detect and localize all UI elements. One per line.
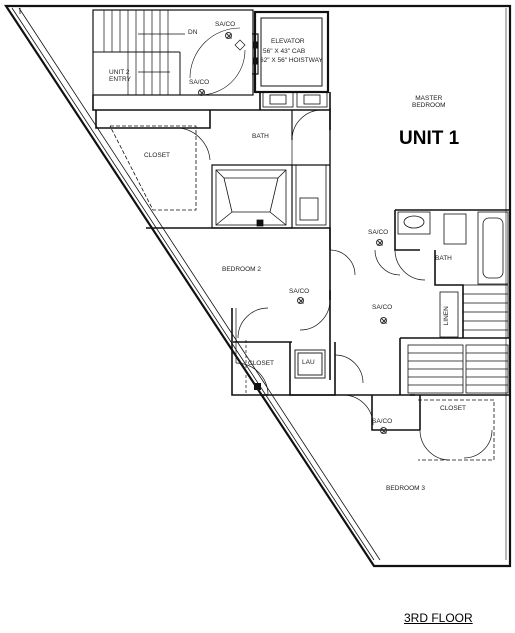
laundry-label: LAU	[302, 359, 315, 366]
closet-bottom-label: CLOSET	[440, 405, 467, 412]
sa-co-hall-right-icon	[376, 239, 383, 246]
closet-left-dashed	[109, 125, 197, 211]
elevator-shaft	[234, 10, 330, 94]
sa-co-hall-center-label: SA/CO	[372, 304, 393, 311]
master-bedroom-label: MASTER BEDROOM	[412, 95, 446, 110]
stair-down-label: DN	[188, 29, 198, 36]
sa-co-bedroom3-door-label: SA/CO	[372, 418, 393, 425]
sa-co-stair-top-label: SA/CO	[215, 21, 236, 28]
floor-label: 3RD FLOOR	[404, 611, 473, 625]
laundry-unit	[294, 349, 326, 379]
sa-co-stair-entry-icon	[198, 89, 205, 96]
closet-mid-label: CLOSET	[248, 360, 275, 367]
bath-top-fixtures	[262, 91, 328, 226]
bedroom-3-label: BEDROOM 3	[386, 485, 426, 492]
fireplace-fixture	[215, 169, 287, 227]
bedroom-2-label: BEDROOM 2	[222, 266, 262, 273]
closet-left-label: CLOSET	[144, 152, 171, 159]
linen-label: LINEN	[442, 306, 450, 326]
stair-top	[92, 9, 254, 96]
exterior-walls	[3, 4, 512, 568]
sa-co-bedroom3-door-icon	[380, 427, 387, 434]
bath-right-label: BATH	[435, 255, 452, 262]
linen-closet	[439, 291, 459, 338]
sa-co-bedroom2-label: SA/CO	[289, 288, 310, 295]
unit-2-entry-label: UNIT 2 ENTRY	[109, 69, 131, 84]
interior-walls	[92, 92, 510, 431]
closet-bottom-dashed	[418, 399, 495, 461]
elevator-hoistway-label: 62" X 56" HOISTWAY	[260, 57, 323, 64]
unit-title: UNIT 1	[399, 128, 460, 149]
sa-co-bedroom2-icon	[297, 297, 304, 304]
door-swings	[179, 109, 493, 461]
sa-co-stair-entry-label: SA/CO	[189, 79, 210, 86]
elevator-cab-label: 56" X 43" CAB	[263, 48, 306, 55]
sa-co-stair-top-icon	[225, 32, 232, 39]
stair-right	[407, 284, 509, 394]
elevator-label: ELEVATOR	[271, 38, 305, 45]
sa-co-hall-center-icon	[380, 317, 387, 324]
sa-co-hall-right-label: SA/CO	[368, 229, 389, 236]
bath-right-fixtures	[397, 211, 509, 285]
bath-top-label: BATH	[252, 133, 269, 140]
